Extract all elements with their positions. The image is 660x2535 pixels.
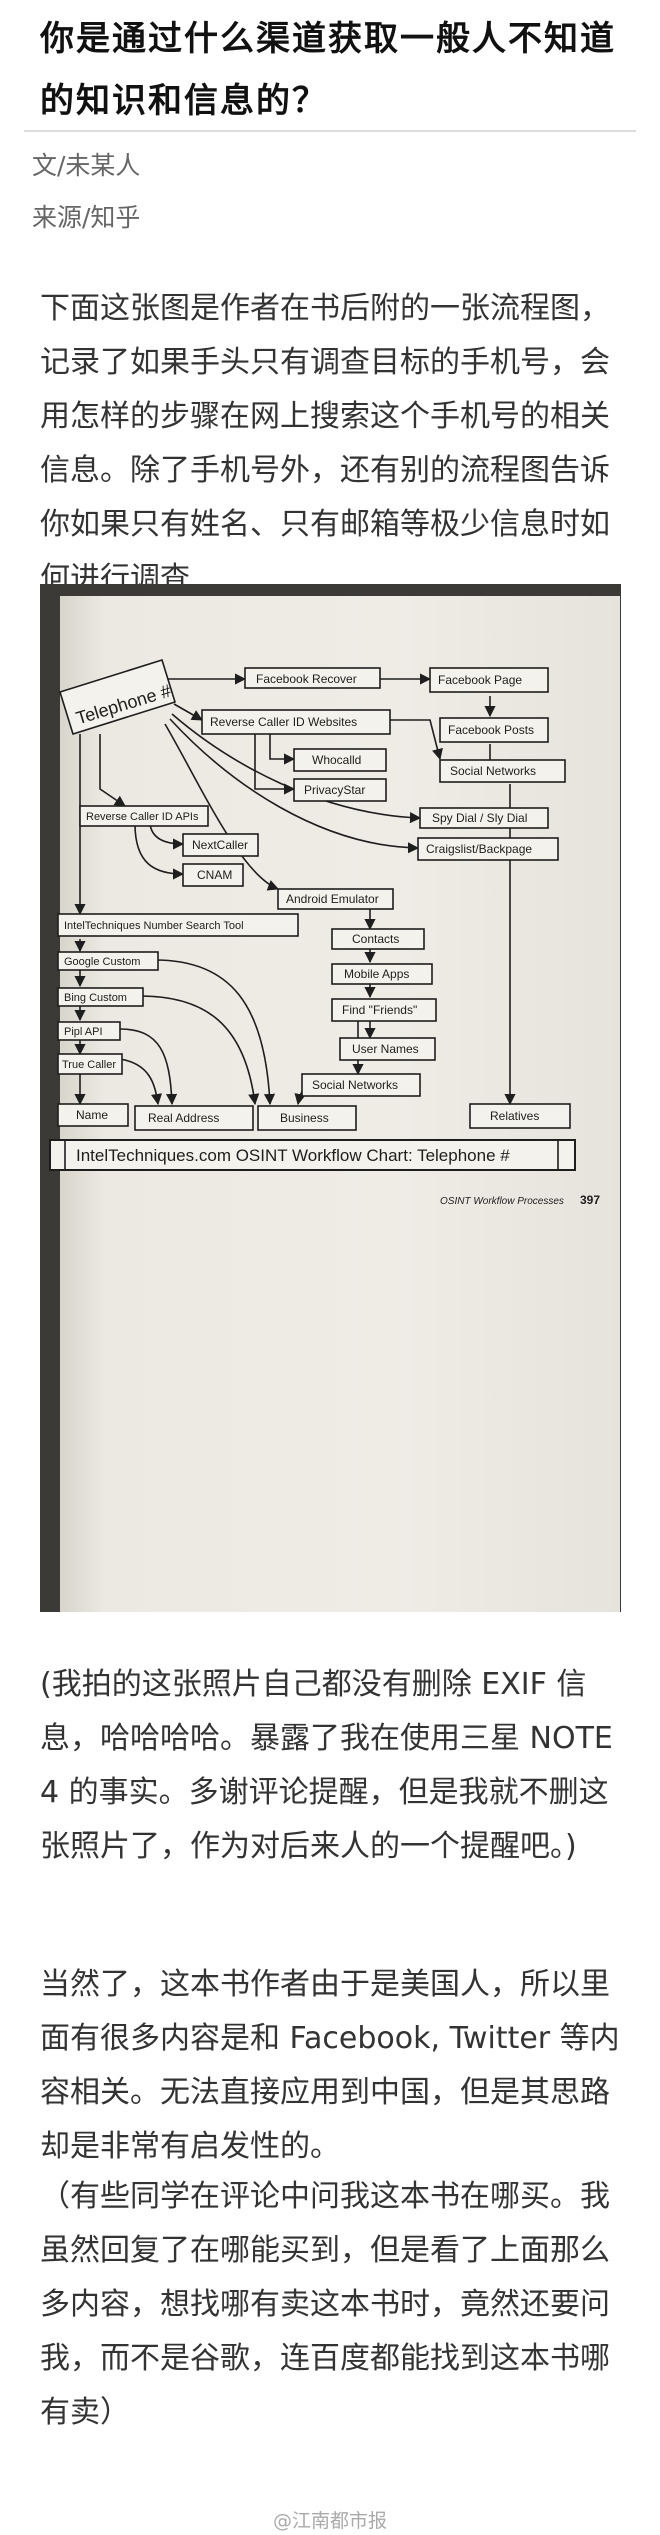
edge-rcid-social xyxy=(390,719,443,761)
label-real-address: Real Address xyxy=(148,1111,219,1125)
node-name xyxy=(57,1103,129,1127)
label-facebook-recover: Facebook Recover xyxy=(256,672,357,686)
article-meta: 文/未某人 来源/知乎 xyxy=(32,140,140,244)
label-facebook-posts: Facebook Posts xyxy=(448,723,534,737)
node-social-networks-bottom xyxy=(301,1073,421,1097)
node-facebook-page xyxy=(429,667,549,693)
banner-text: IntelTechniques.com OSINT Workflow Chart… xyxy=(76,1146,510,1165)
label-contacts: Contacts xyxy=(352,932,399,946)
edge-google-business xyxy=(154,959,276,1106)
edge-pipl-address xyxy=(119,1028,178,1106)
edge-telephone-android xyxy=(164,723,280,891)
label-find-friends: Find "Friends" xyxy=(342,1003,417,1017)
paragraph-where-to-buy: （有些同学在评论中问我这本书在哪买。我虽然回复了在哪能买到，但是看了上面那么多内… xyxy=(40,2179,610,2430)
node-cnam xyxy=(182,863,244,887)
edge-telephone-craigslist xyxy=(169,718,420,854)
flowchart-diagram: Telephone # Facebook Recover Facebook Pa… xyxy=(49,658,600,1207)
label-intel-tool: IntelTechniques Number Search Tool xyxy=(64,920,244,932)
watermark-text: @江南都市报 xyxy=(272,2510,387,2532)
node-relatives xyxy=(469,1103,571,1129)
label-true-caller: True Caller xyxy=(62,1059,116,1071)
paragraph-context: 当然了，这本书作者由于是美国人，所以里面有很多内容是和 Facebook, Tw… xyxy=(40,1967,620,2164)
node-real-address xyxy=(134,1105,254,1131)
edge-rcid-privacystar xyxy=(254,734,296,795)
edge-telephone-rcid-web xyxy=(173,703,203,721)
label-google-custom: Google Custom xyxy=(64,956,140,968)
label-business: Business xyxy=(280,1111,329,1125)
label-pipl-api: Pipl API xyxy=(64,1026,103,1038)
paragraph-intro: 下面这张图是作者在书后附的一张流程图，记录了如果手头只有调查目标的手机号，会用怎… xyxy=(40,291,610,596)
label-mobile-apps: Mobile Apps xyxy=(344,967,409,981)
node-user-names xyxy=(339,1037,436,1061)
node-rcid-apis xyxy=(79,805,209,827)
node-find-friends xyxy=(331,998,437,1022)
label-relatives: Relatives xyxy=(490,1109,539,1123)
node-spy-dial xyxy=(419,807,549,829)
label-rcid-apis: Reverse Caller ID APIs xyxy=(86,811,199,823)
node-mobile-apps xyxy=(331,963,433,985)
node-rcid-websites xyxy=(201,709,391,735)
page-number: 397 xyxy=(580,1193,600,1207)
node-business xyxy=(257,1105,357,1131)
flowchart-photo: Telephone # Facebook Recover Facebook Pa… xyxy=(40,584,621,1612)
title-divider xyxy=(24,130,636,132)
label-user-names: User Names xyxy=(352,1042,419,1056)
node-facebook-recover xyxy=(244,667,381,689)
telephone-node xyxy=(59,658,176,736)
node-true-caller xyxy=(57,1053,123,1075)
node-android-emulator xyxy=(277,888,394,910)
watermark: @江南都市报 xyxy=(0,2506,660,2533)
label-rcid-websites: Reverse Caller ID Websites xyxy=(210,715,357,729)
label-facebook-page: Facebook Page xyxy=(438,673,522,687)
label-cnam: CNAM xyxy=(197,868,232,882)
source-line: 来源/知乎 xyxy=(32,203,141,232)
edge-apis-nextcaller xyxy=(149,823,185,850)
label-android-emulator: Android Emulator xyxy=(286,892,379,906)
label-name: Name xyxy=(76,1108,108,1122)
edge-rcid-whocalld xyxy=(269,734,296,765)
node-contacts xyxy=(331,928,425,950)
node-facebook-posts xyxy=(439,717,549,743)
label-social-networks-bottom: Social Networks xyxy=(312,1078,398,1092)
node-social-networks-top xyxy=(439,759,566,783)
node-nextcaller xyxy=(182,833,259,857)
node-craigslist xyxy=(417,837,559,861)
label-craigslist: Craigslist/Backpage xyxy=(426,842,532,856)
author-line: 文/未某人 xyxy=(32,151,141,180)
label-privacystar: PrivacyStar xyxy=(304,783,365,797)
node-pipl-api xyxy=(57,1021,121,1041)
label-bing-custom: Bing Custom xyxy=(64,992,127,1004)
node-google-custom xyxy=(57,951,159,971)
edge-bing-business xyxy=(139,995,260,1106)
label-spy-dial: Spy Dial / Sly Dial xyxy=(432,811,527,825)
edge-apis-cnam xyxy=(134,823,185,880)
edge-truecaller-address xyxy=(119,1058,163,1106)
label-whocalld: Whocalld xyxy=(312,753,361,767)
node-intel-tool xyxy=(57,913,299,937)
page-footer-text: OSINT Workflow Processes xyxy=(440,1196,564,1207)
edge-telephone-apis xyxy=(99,734,126,807)
node-privacystar xyxy=(293,778,387,802)
node-whocalld xyxy=(293,748,387,772)
banner-box xyxy=(49,1139,576,1171)
node-bing-custom xyxy=(57,987,144,1007)
label-nextcaller: NextCaller xyxy=(192,838,248,852)
edge-telephone-spydial xyxy=(171,713,422,824)
label-social-networks-top: Social Networks xyxy=(450,764,536,778)
paragraph-exif: (我拍的这张照片自己都没有删除 EXIF 信息，哈哈哈哈。暴露了我在使用三星 N… xyxy=(40,1667,613,1864)
article-title: 你是通过什么渠道获取一般人不知道的知识和信息的？ xyxy=(40,19,616,121)
article-header: 你是通过什么渠道获取一般人不知道的知识和信息的？ xyxy=(40,8,640,132)
